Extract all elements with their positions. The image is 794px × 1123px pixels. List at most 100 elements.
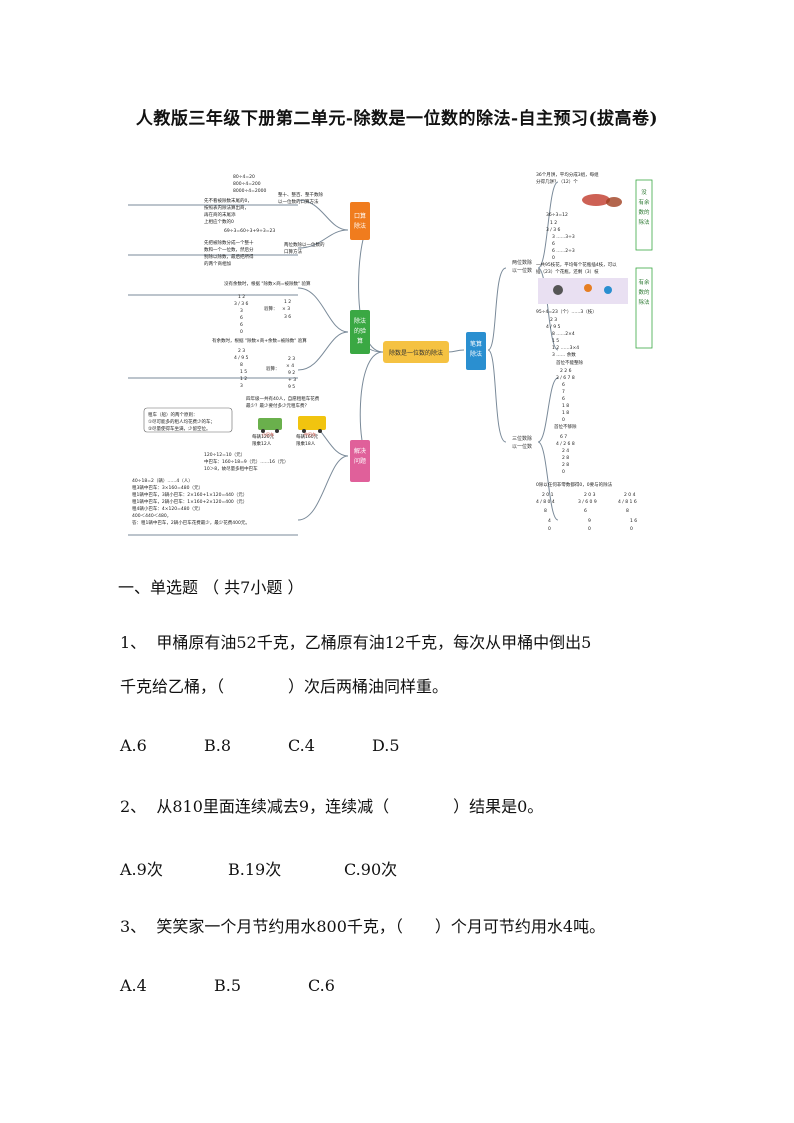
svg-text:四年级一共有40人，自愿租租车花费: 四年级一共有40人，自愿租租车花费 bbox=[246, 395, 320, 402]
svg-text:除法: 除法 bbox=[638, 298, 650, 306]
svg-text:笔算: 笔算 bbox=[470, 340, 482, 348]
branch-oral-division bbox=[350, 202, 370, 240]
svg-text:3 / 3 6: 3 / 3 6 bbox=[546, 227, 561, 233]
svg-text:小巴车: 小巴车 bbox=[262, 431, 274, 437]
svg-text:上相应个数的0: 上相应个数的0 bbox=[204, 218, 234, 225]
svg-text:两位数除以一位数的: 两位数除以一位数的 bbox=[284, 241, 325, 248]
question-text: 从810里面连续减去9，连续减（ ）结果是0。 bbox=[156, 797, 544, 816]
svg-text:4 / 9 5: 4 / 9 5 bbox=[546, 324, 561, 330]
option-d[interactable]: D.5 bbox=[372, 736, 400, 755]
option-b[interactable]: B.8 bbox=[204, 736, 232, 755]
svg-text:验算：: 验算： bbox=[266, 365, 280, 372]
branch-check bbox=[350, 310, 370, 354]
svg-text:0除以任何非零数都得0，0要与的除法: 0除以任何非零数都得0，0要与的除法 bbox=[536, 481, 613, 488]
svg-text:4 / 9 5: 4 / 9 5 bbox=[234, 355, 249, 361]
page-title: 人教版三年级下册第二单元-除数是一位数的除法-自主预习(拔高卷) bbox=[135, 109, 659, 129]
svg-text:9 5: 9 5 bbox=[288, 384, 295, 390]
svg-text:6 ……2÷3: 6 ……2÷3 bbox=[552, 248, 575, 254]
svg-text:4 / 8 1 6: 4 / 8 1 6 bbox=[618, 499, 637, 505]
center-node-label: 除数是一位数的除法 bbox=[389, 349, 443, 357]
option-a[interactable]: A.9次 bbox=[120, 860, 163, 879]
svg-text:1 2 ……3×4: 1 2 ……3×4 bbox=[552, 345, 579, 351]
svg-text:80÷4=20: 80÷4=20 bbox=[233, 174, 255, 180]
question-text: 笑笑家一个月节约用水800千克，（ ）个月可节约用水4吨。 bbox=[156, 917, 606, 936]
svg-text:95÷4=23（个）……3（枝）: 95÷4=23（个）……3（枝） bbox=[536, 308, 597, 315]
svg-text:除法: 除法 bbox=[470, 350, 482, 358]
option-a[interactable]: A.6 bbox=[120, 736, 147, 755]
mind-map-diagram: 除数是一位数的除法 口算 除法 除法 的验 算 解决 问题 笔算 除法 两位数除… bbox=[118, 160, 658, 540]
svg-text:400＜440＜480，: 400＜440＜480， bbox=[132, 513, 171, 519]
svg-text:口算方法: 口算方法 bbox=[284, 248, 302, 255]
branch-oral-label: 口算 bbox=[354, 212, 366, 220]
svg-text:2 0 4: 2 0 4 bbox=[624, 492, 636, 498]
svg-text:首位不能整除: 首位不能整除 bbox=[556, 359, 583, 366]
svg-text:6: 6 bbox=[562, 396, 565, 402]
option-b[interactable]: B.19次 bbox=[228, 860, 282, 879]
svg-text:120÷12=10（元）: 120÷12=10（元） bbox=[204, 452, 245, 458]
flower-vase-illustration bbox=[538, 278, 628, 304]
svg-text:数和一个一位数，然后分: 数和一个一位数，然后分 bbox=[204, 246, 254, 253]
svg-text:最少？最少要付多少元租车费？: 最少？最少要付多少元租车费？ bbox=[246, 402, 309, 409]
sub-three-digit: 三位数除 bbox=[512, 435, 532, 442]
svg-text:3 / 3 6: 3 / 3 6 bbox=[234, 301, 249, 307]
svg-text:中巴车：160÷18=9（元）……16（元）: 中巴车：160÷18=9（元）……16（元） bbox=[204, 458, 288, 465]
svg-text:以一位数: 以一位数 bbox=[512, 443, 532, 450]
svg-text:数的: 数的 bbox=[638, 208, 650, 216]
option-b[interactable]: B.5 bbox=[214, 976, 242, 995]
sub-two-digit: 两位数除 bbox=[512, 259, 532, 266]
option-c[interactable]: C.90次 bbox=[344, 860, 398, 879]
option-c[interactable]: C.6 bbox=[308, 976, 335, 995]
svg-text:0: 0 bbox=[548, 526, 551, 532]
svg-text:租1辆中巴车，2辆小巴车：1×160+2×120=400（元: 租1辆中巴车，2辆小巴车：1×160+2×120=400（元） bbox=[132, 498, 247, 505]
svg-text:36个月饼，平均分成3组，每组: 36个月饼，平均分成3组，每组 bbox=[536, 171, 599, 178]
svg-text:租4辆小巴车：4×120=480（元）: 租4辆小巴车：4×120=480（元） bbox=[132, 505, 203, 512]
svg-text:3: 3 bbox=[240, 383, 243, 389]
svg-text:8 ……2×4: 8 ……2×4 bbox=[552, 331, 575, 337]
side-no-remainder bbox=[635, 179, 653, 251]
svg-text:0: 0 bbox=[552, 255, 555, 261]
svg-text:中巴车: 中巴车 bbox=[304, 431, 316, 437]
question-3: 3、 笑笑家一个月节约用水800千克，（ ）个月可节约用水4吨。 bbox=[120, 916, 605, 938]
svg-text:②尽量使得车坐满，少留空位。: ②尽量使得车坐满，少留空位。 bbox=[148, 425, 211, 432]
svg-text:分得几饼？（12）个: 分得几饼？（12）个 bbox=[536, 178, 578, 185]
svg-text:2 8: 2 8 bbox=[562, 462, 569, 468]
branch-written-division bbox=[466, 332, 486, 370]
svg-text:1 8: 1 8 bbox=[562, 410, 569, 416]
svg-text:1 2: 1 2 bbox=[284, 299, 291, 305]
question-number: 2、 bbox=[120, 797, 147, 816]
svg-text:2 3: 2 3 bbox=[238, 348, 245, 354]
center-node bbox=[383, 341, 449, 363]
svg-text:800÷4=200: 800÷4=200 bbox=[233, 181, 261, 187]
svg-text:40÷18=2（辆）……4（人）: 40÷18=2（辆）……4（人） bbox=[132, 477, 193, 484]
svg-text:除法: 除法 bbox=[638, 218, 650, 226]
option-a[interactable]: A.4 bbox=[120, 976, 147, 995]
question-1-options: A.6 B.8 C.4 D.5 bbox=[120, 736, 400, 755]
mooncake-icon bbox=[582, 194, 610, 206]
svg-text:除法: 除法 bbox=[354, 222, 366, 230]
svg-text:插（23）个花瓶，还剩（3）枝: 插（23）个花瓶，还剩（3）枝 bbox=[536, 268, 599, 275]
svg-text:8: 8 bbox=[544, 508, 547, 514]
svg-text:解决: 解决 bbox=[354, 447, 366, 455]
svg-text:0: 0 bbox=[562, 417, 565, 423]
svg-text:没: 没 bbox=[641, 188, 647, 196]
svg-text:先把被除数分成一个整十: 先把被除数分成一个整十 bbox=[204, 239, 254, 246]
svg-text:①尽可能多的租人均花费少的车；: ①尽可能多的租人均花费少的车； bbox=[148, 418, 215, 425]
svg-text:除法: 除法 bbox=[354, 317, 366, 325]
section-heading: 一、单选题 （ 共7小题 ） bbox=[118, 578, 304, 597]
svg-text:2 3: 2 3 bbox=[288, 356, 295, 362]
svg-text:0: 0 bbox=[588, 526, 591, 532]
svg-text:算: 算 bbox=[357, 337, 363, 345]
svg-text:3 ……3÷3: 3 ……3÷3 bbox=[552, 234, 575, 240]
svg-text:× 3: × 3 bbox=[282, 306, 290, 312]
svg-text:1 5: 1 5 bbox=[552, 338, 559, 344]
small-bus-icon bbox=[258, 418, 282, 430]
svg-text:8: 8 bbox=[240, 362, 243, 368]
svg-text:按照表内除法算出商，: 按照表内除法算出商， bbox=[204, 204, 249, 211]
svg-text:有余: 有余 bbox=[638, 198, 650, 206]
svg-text:6: 6 bbox=[584, 508, 587, 514]
option-c[interactable]: C.4 bbox=[288, 736, 315, 755]
svg-text:2 2 6: 2 2 6 bbox=[560, 368, 572, 374]
question-2: 2、 从810里面连续减去9，连续减（ ）结果是0。 bbox=[120, 796, 543, 818]
svg-text:2 0 3: 2 0 3 bbox=[584, 492, 596, 498]
question-3-options: A.4 B.5 C.6 bbox=[120, 976, 335, 995]
